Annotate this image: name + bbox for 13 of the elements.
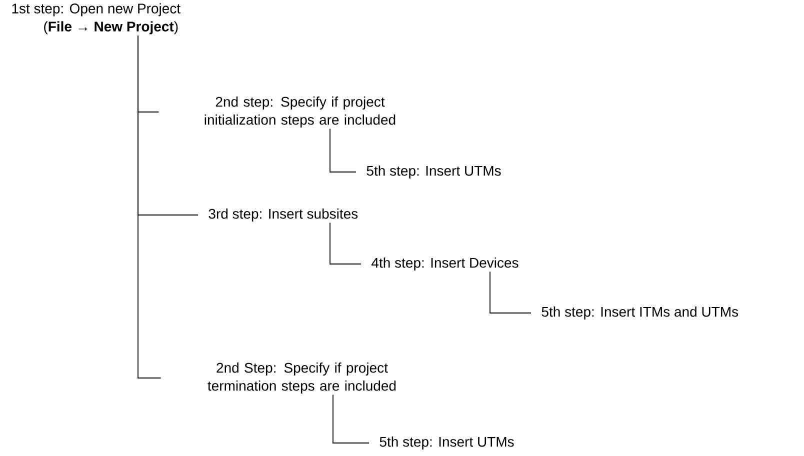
step-text: 1st step: Open new Project (File → New Project): [12, 3, 180, 34]
step-text: 2nd step: Specify if project initialization steps are included: [204, 96, 396, 128]
connector-line: [490, 271, 532, 314]
connector-line: [332, 394, 370, 444]
step-text: 2nd Step: Specify if project termination steps are included: [208, 362, 396, 394]
step-text: 5th step: Insert UTMs: [366, 165, 501, 179]
connector-line: [330, 128, 356, 172]
step-text: 3rd step: Insert subsites: [208, 208, 358, 222]
connector-line: [330, 222, 362, 264]
connector-line: [138, 35, 162, 378]
step-text: 5th step: Insert ITMs and UTMs: [542, 306, 738, 320]
step-text: 4th step: Insert Devices: [372, 257, 518, 271]
step-text: 5th step: Insert UTMs: [380, 436, 514, 450]
